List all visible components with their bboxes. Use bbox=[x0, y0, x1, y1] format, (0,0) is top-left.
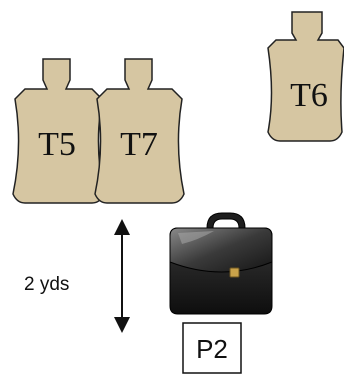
target-t6-label: T6 bbox=[290, 77, 328, 114]
target-t5: T5 bbox=[12, 58, 105, 204]
distance-arrow-up-head bbox=[114, 219, 130, 235]
target-t5-silhouette bbox=[12, 58, 105, 204]
target-t6: T6 bbox=[267, 11, 344, 142]
target-t7-silhouette bbox=[94, 58, 185, 204]
position-p2-box bbox=[182, 322, 242, 374]
distance-arrow-down-head bbox=[114, 317, 130, 333]
position-p2-label: P2 bbox=[196, 334, 228, 364]
briefcase-icon bbox=[169, 212, 273, 315]
distance-label: 2 yds bbox=[24, 274, 69, 295]
distance-arrow bbox=[114, 219, 130, 333]
position-p2: P2 bbox=[182, 322, 242, 374]
target-t6-silhouette bbox=[267, 11, 344, 142]
target-t7-label: T7 bbox=[120, 126, 158, 163]
target-t7: T7 bbox=[94, 58, 185, 204]
target-t5-label: T5 bbox=[38, 126, 76, 163]
